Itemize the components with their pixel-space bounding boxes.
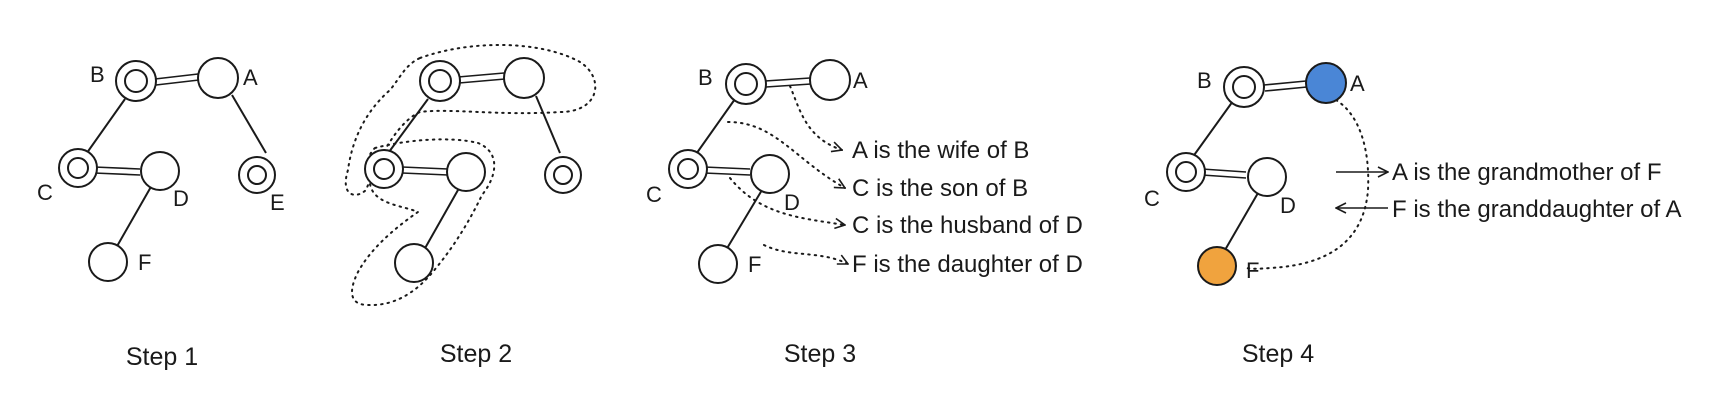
marriage-link-b-a-2	[1264, 86, 1308, 92]
node-a	[503, 57, 545, 99]
edge-b-c	[83, 98, 126, 158]
relation-text-3: C is the husband of D	[852, 212, 1083, 239]
node-c	[364, 149, 404, 189]
label-c: C	[37, 180, 53, 205]
edge-d-f	[725, 189, 763, 251]
marriage-link-b-a-2	[765, 83, 812, 88]
label-b: B	[90, 62, 105, 87]
marriage-link-c-d	[401, 166, 449, 170]
step-4-caption: Step 4	[1242, 340, 1314, 368]
node-f-highlighted	[1197, 246, 1237, 286]
node-b-inner-ring	[734, 72, 758, 96]
label-d: D	[1280, 193, 1296, 218]
arrow-son	[727, 121, 845, 189]
node-d	[750, 154, 790, 194]
subgraph-outline-c-d-f	[351, 138, 496, 307]
node-e-inner-ring	[247, 165, 267, 185]
node-c-inner-ring	[677, 158, 699, 180]
label-a: A	[853, 68, 868, 93]
node-f	[88, 242, 128, 282]
label-b: B	[1197, 68, 1212, 93]
node-c	[1166, 152, 1206, 192]
edge-b-c	[1191, 100, 1234, 159]
node-a	[809, 59, 851, 101]
label-a: A	[1350, 71, 1365, 96]
node-e	[544, 156, 582, 194]
node-c	[58, 148, 98, 188]
node-d	[446, 152, 486, 192]
relation-text-4: F is the daughter of D	[852, 251, 1083, 278]
label-a: A	[243, 65, 258, 90]
marriage-link-c-d-2	[1201, 174, 1247, 179]
label-c: C	[1144, 186, 1160, 211]
label-f: F	[138, 250, 151, 275]
node-c-inner-ring	[67, 157, 89, 179]
marriage-link-c-d-2	[93, 172, 141, 176]
edge-d-f	[115, 184, 153, 249]
marriage-link-b-a	[764, 77, 811, 82]
node-b	[115, 60, 157, 102]
node-f	[698, 244, 738, 284]
relation-text-2: C is the son of B	[852, 175, 1028, 202]
marriage-link-c-d	[1201, 168, 1247, 173]
label-e: E	[270, 190, 285, 215]
node-b	[725, 63, 767, 105]
node-d	[1247, 157, 1287, 197]
derived-link-a-f	[1245, 99, 1370, 270]
edge-a-e	[231, 94, 267, 154]
marriage-link-c-d-2	[401, 172, 449, 176]
node-b-inner-ring	[1232, 75, 1256, 99]
node-a-highlighted	[1305, 62, 1347, 104]
step-4-panel: B A C D F A is the grandmother of F F is…	[1144, 62, 1682, 368]
node-c-inner-ring	[373, 158, 395, 180]
edge-d-f	[1224, 192, 1259, 251]
node-e	[238, 156, 276, 194]
edge-a-e	[535, 95, 561, 154]
edge-d-f	[423, 189, 459, 251]
marriage-link-b-a-2	[458, 78, 506, 84]
node-d	[140, 151, 180, 191]
node-e-inner-ring	[553, 165, 573, 185]
label-b: B	[698, 65, 713, 90]
label-d: D	[173, 186, 189, 211]
label-c: C	[646, 182, 662, 207]
edge-b-c	[693, 98, 736, 158]
step-3-panel: B A C D F A is the wife of B C is the so…	[646, 59, 1083, 368]
relation-text-2: F is the granddaughter of A	[1392, 196, 1682, 223]
label-f: F	[1246, 258, 1259, 283]
label-f: F	[748, 252, 761, 277]
node-f	[394, 243, 434, 283]
node-b-inner-ring	[428, 69, 452, 93]
step-2-caption: Step 2	[440, 340, 512, 368]
marriage-link-b-a	[154, 73, 199, 80]
arrow-wife	[789, 85, 842, 150]
relation-text-1: A is the grandmother of F	[1392, 159, 1661, 186]
label-d: D	[784, 190, 800, 215]
edge-b-c	[385, 98, 429, 157]
marriage-link-b-a	[1263, 80, 1307, 86]
relation-text-1: A is the wife of B	[852, 137, 1029, 164]
step-2-panel: Step 2	[344, 43, 597, 368]
node-b	[419, 60, 461, 102]
marriage-link-b-a	[457, 72, 505, 78]
node-b-inner-ring	[124, 69, 148, 93]
step-1-panel: B A C D E F Step 1	[37, 57, 285, 371]
node-b	[1223, 66, 1265, 108]
marriage-link-b-a-2	[155, 79, 200, 86]
marriage-link-c-d	[93, 166, 141, 170]
step-3-caption: Step 3	[784, 340, 856, 368]
node-a	[197, 57, 239, 99]
node-c	[668, 149, 708, 189]
marriage-link-c-d-2	[703, 172, 751, 176]
subgraph-outline-a-b-c	[344, 43, 597, 196]
arrow-daughter	[763, 244, 848, 265]
step-1-caption: Step 1	[126, 343, 198, 371]
marriage-link-c-d	[703, 166, 751, 170]
arrow-husband	[729, 177, 845, 225]
node-c-inner-ring	[1175, 161, 1197, 183]
